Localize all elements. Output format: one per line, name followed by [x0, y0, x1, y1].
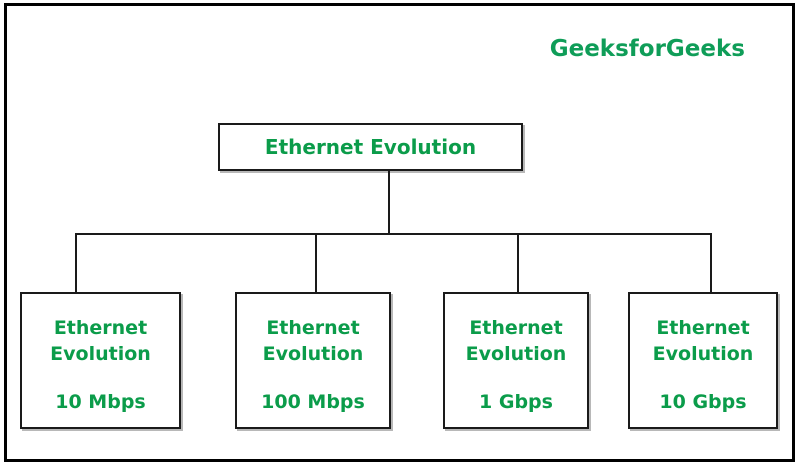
root-node-label: Ethernet Evolution [264, 135, 477, 159]
leaf-title-line2: Evolution [652, 342, 754, 365]
geeksforgeeks-watermark: GeeksforGeeks [549, 36, 745, 62]
leaf-title-line1: Ethernet [656, 317, 750, 340]
connector-root-stem [388, 170, 390, 235]
leaf-node-speed-2: 100 Mbps [261, 390, 365, 413]
leaf-node-speed-3: 1 Gbps [479, 390, 553, 413]
connector-drop-3 [517, 233, 519, 293]
leaf-node-title-3: Ethernet Evolution [466, 316, 567, 367]
leaf-node-10-gbps: Ethernet Evolution 10 Gbps [628, 292, 778, 429]
connector-drop-2 [315, 233, 317, 293]
leaf-title-line1: Ethernet [53, 317, 148, 340]
leaf-title-line1: Ethernet [469, 317, 563, 340]
leaf-node-10-mbps: Ethernet Evolution 10 Mbps [20, 292, 181, 429]
leaf-title-line2: Evolution [50, 342, 151, 365]
leaf-node-speed-1: 10 Mbps [55, 390, 146, 413]
leaf-node-1-gbps: Ethernet Evolution 1 Gbps [443, 292, 589, 429]
leaf-node-speed-4: 10 Gbps [659, 390, 747, 413]
leaf-title-line2: Evolution [465, 342, 567, 365]
leaf-node-100-mbps: Ethernet Evolution 100 Mbps [235, 292, 391, 429]
leaf-title-line1: Ethernet [266, 317, 360, 340]
connector-horizontal-bus [75, 233, 712, 235]
connector-drop-1 [75, 233, 77, 293]
leaf-title-line2: Evolution [262, 342, 364, 365]
root-node-ethernet-evolution: Ethernet Evolution [218, 123, 523, 171]
leaf-node-title-2: Ethernet Evolution [263, 316, 364, 367]
leaf-node-title-4: Ethernet Evolution [653, 316, 754, 367]
leaf-node-title-1: Ethernet Evolution [50, 316, 151, 367]
connector-drop-4 [710, 233, 712, 293]
